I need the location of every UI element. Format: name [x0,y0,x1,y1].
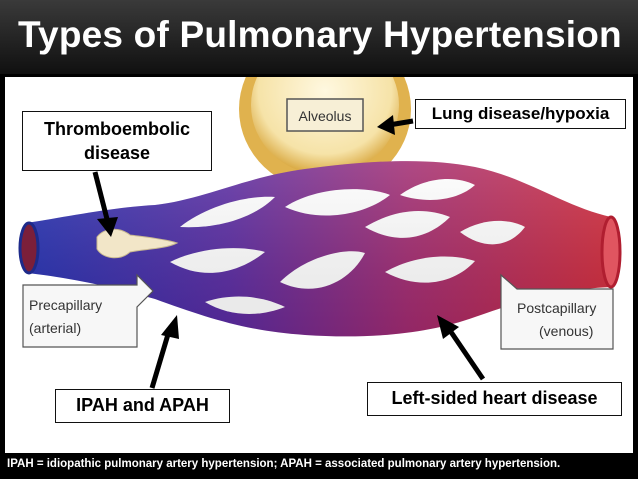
diagram-panel: Alveolus [5,77,633,453]
postcapillary-line2: (venous) [539,323,593,339]
arrow-thrombo [92,171,118,237]
callout-ipah-apah: IPAH and APAH [55,389,230,423]
arrow-lung [377,115,414,135]
alveolus-label-box [286,98,364,132]
callout-thromboembolic: Thromboembolic disease [22,111,212,171]
pulmonary-vessel [18,161,622,337]
alveolus: Alveolus [239,77,411,191]
pointer-arrows [92,115,486,389]
precapillary-label: Precapillary (arterial) [22,273,154,348]
precapillary-line2: (arterial) [29,320,81,336]
postcapillary-label: Postcapillary (venous) [500,273,614,350]
precapillary-line1: Precapillary [29,297,102,313]
artery-opening [18,221,40,275]
arrow-ipah [149,315,179,389]
thrombus [96,228,179,259]
page-title: Types of Pulmonary Hypertension [18,14,622,55]
vessel-diagram: Alveolus [18,77,622,389]
footnote: IPAH = idiopathic pulmonary artery hyper… [7,458,561,470]
title-bar: Types of Pulmonary Hypertension [0,0,638,74]
callout-thromboembolic-line2: disease [83,143,151,163]
callout-lung-disease: Lung disease/hypoxia [415,99,626,129]
callout-left-heart: Left-sided heart disease [367,382,622,416]
vein-opening [600,215,622,289]
alveolus-label: Alveolus [299,108,352,124]
arrow-heart [437,315,486,381]
callout-thromboembolic-line1: Thromboembolic [43,119,190,139]
postcapillary-line1: Postcapillary [517,300,596,316]
